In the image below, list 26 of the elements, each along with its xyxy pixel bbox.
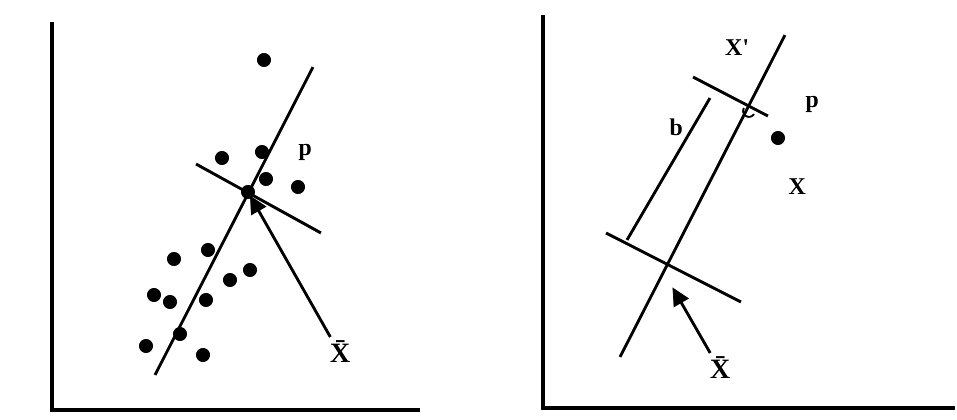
data-point [215,151,229,165]
mean-label: X̄ [707,353,733,387]
data-point [771,131,785,145]
data-point [259,172,273,186]
point-label: p [298,136,312,160]
data-point [257,53,271,67]
data-point [196,348,210,362]
data-point [243,263,257,277]
point-label: p [805,88,819,112]
data-point [291,180,305,194]
arrow [672,287,712,354]
data-point [167,252,181,266]
data-point [255,145,269,159]
point-label: b [669,116,683,140]
point-label: X [788,175,806,199]
data-point [173,327,187,341]
data-point [163,295,177,309]
point-label: X' [725,36,749,60]
mean-point [241,185,255,199]
arrow [250,195,332,338]
data-point [223,273,237,287]
mean-label: X̄ [327,337,353,371]
data-point [147,288,161,302]
data-point [201,243,215,257]
data-point [199,293,213,307]
data-point [139,339,153,353]
